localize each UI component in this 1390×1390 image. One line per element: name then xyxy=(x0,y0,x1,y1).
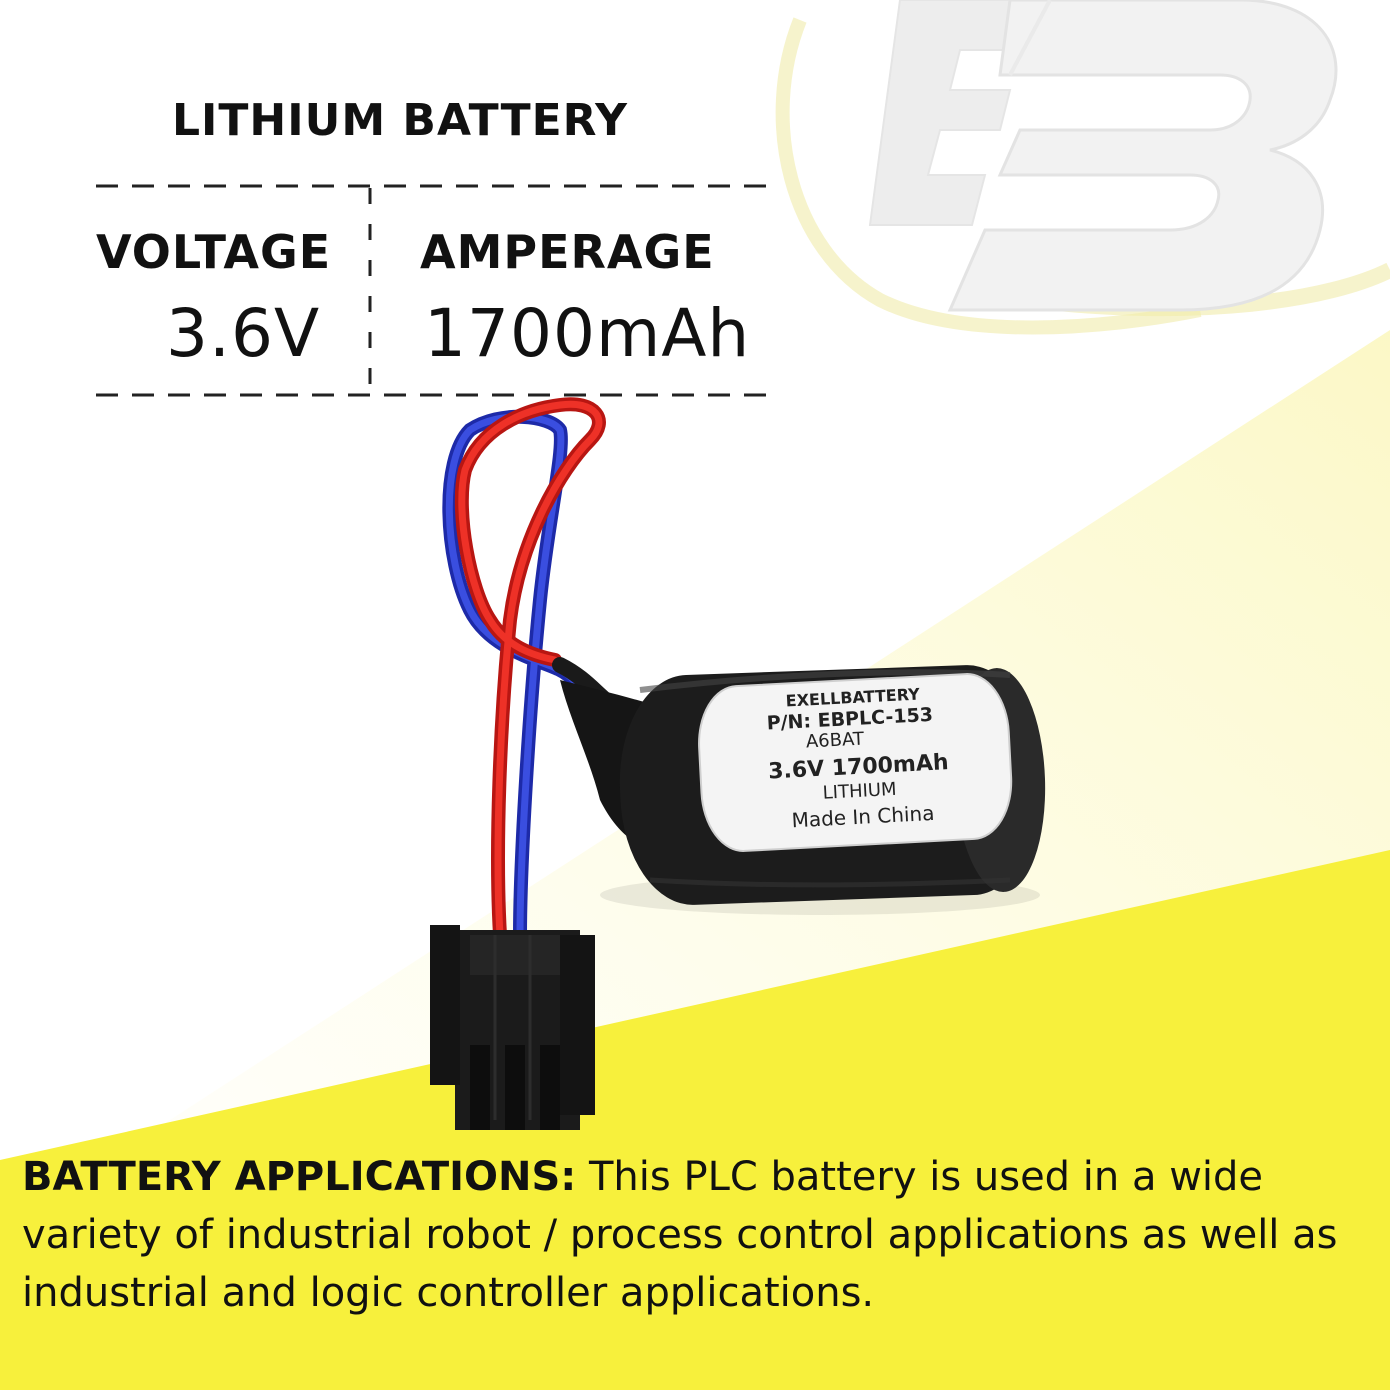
description-heading: BATTERY APPLICATIONS: xyxy=(22,1154,577,1200)
amperage-label: AMPERAGE xyxy=(420,225,715,279)
eb-logo-watermark xyxy=(775,0,1390,335)
amperage-value: 1700mAh xyxy=(424,295,751,372)
yellow-band xyxy=(0,850,1390,1390)
voltage-value: 3.6V xyxy=(166,295,321,372)
battery-label-chemistry: LITHIUM xyxy=(822,779,897,804)
spec-title: LITHIUM BATTERY xyxy=(171,95,629,146)
battery-cell: EXELLBATTERY P/N: EBPLC-153 A6BAT 3.6V 1… xyxy=(560,665,1046,905)
battery-applications-description: BATTERY APPLICATIONS: This PLC battery i… xyxy=(22,1148,1372,1322)
description-body: This PLC battery is used in a wide varie… xyxy=(22,1154,1338,1316)
voltage-label: VOLTAGE xyxy=(96,225,332,279)
wire-bundle xyxy=(442,397,628,942)
wire-connector xyxy=(430,925,595,1130)
battery-label-model: A6BAT xyxy=(805,728,865,752)
